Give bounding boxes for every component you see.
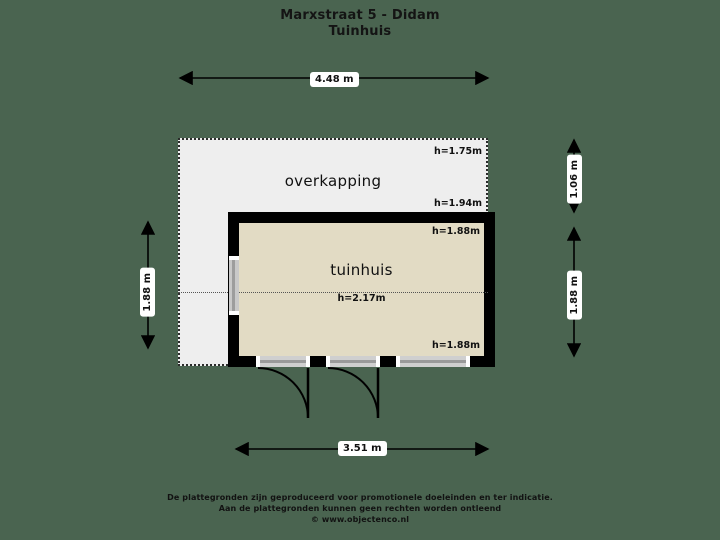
footer-disclaimer: De plattegronden zijn geproduceerd voor … (0, 492, 720, 525)
footer-line-2: Aan de plattegronden kunnen geen rechten… (218, 504, 502, 513)
door-jamb (376, 356, 380, 367)
dimension-label-bottom: 3.51 m (338, 441, 387, 456)
window-jamb (466, 356, 470, 367)
height-label-overkapping-top: h=1.75m (433, 146, 482, 157)
room-label-overkapping: overkapping (284, 172, 382, 190)
window-front (397, 356, 469, 367)
window-jamb (396, 356, 400, 367)
height-label-tuinhuis-bottom: h=1.88m (431, 340, 480, 351)
room-tuinhuis (239, 223, 484, 356)
door-swing-arc-right (327, 367, 379, 419)
window-left-pane (232, 260, 235, 311)
door-jamb (326, 356, 330, 367)
footer-line-1: De plattegronden zijn geproduceerd voor … (167, 493, 553, 502)
door-jamb (306, 356, 310, 367)
height-label-tuinhuis-mid: h=2.17m (337, 293, 386, 304)
dimension-label-right-bottom: 1.88 m (567, 271, 582, 320)
door-front-right (327, 356, 379, 367)
door-front-left (257, 356, 309, 367)
height-label-tuinhuis-top: h=1.88m (431, 226, 480, 237)
dimension-label-left: 1.88 m (140, 268, 155, 317)
title-address: Marxstraat 5 - Didam (280, 8, 440, 23)
dimension-label-top: 4.48 m (310, 72, 359, 87)
door-swing-arc-left (257, 367, 309, 419)
dimension-label-right-top: 1.06 m (567, 155, 582, 204)
height-label-overkapping-bottom: h=1.94m (433, 198, 482, 209)
page-title: Marxstraat 5 - Didam Tuinhuis (0, 8, 720, 40)
footer-line-3: © www.objectenco.nl (310, 515, 410, 524)
room-label-tuinhuis: tuinhuis (330, 261, 393, 279)
door-jamb (256, 356, 260, 367)
title-subject: Tuinhuis (328, 24, 392, 39)
section-line (178, 292, 488, 293)
